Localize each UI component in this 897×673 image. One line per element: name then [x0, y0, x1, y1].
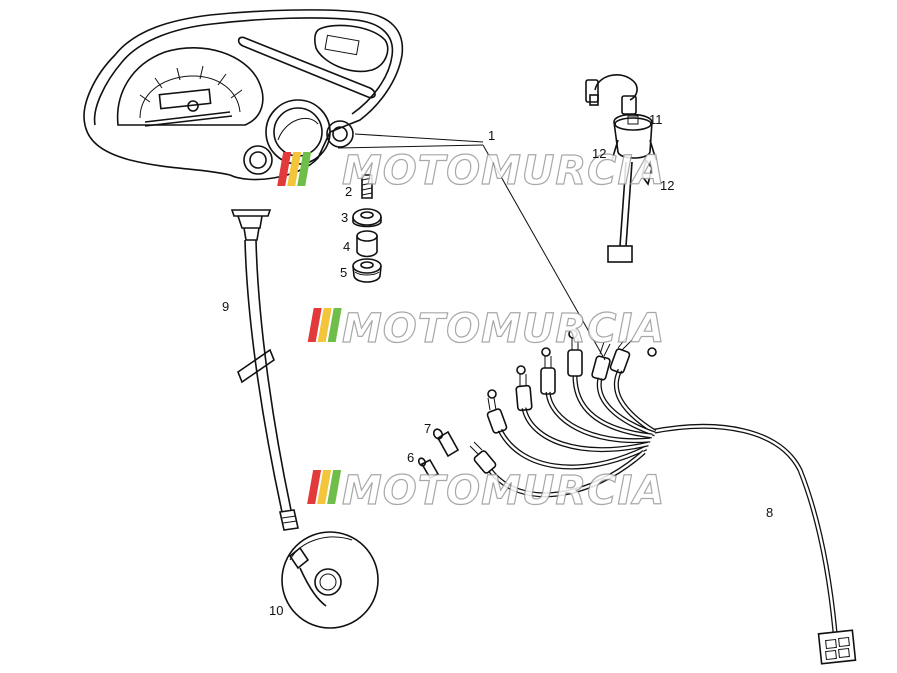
bush-part-4 — [356, 230, 378, 258]
bulb-part-7 — [432, 428, 460, 458]
watermark-text: MOTOMURCIA — [342, 148, 665, 194]
watermark-stripe-green — [297, 152, 312, 186]
label-part-1: 1 — [488, 128, 495, 143]
watermark-stripe-yellow — [287, 152, 302, 186]
watermark-middle: MOTOMURCIA — [307, 305, 665, 353]
label-part-7: 7 — [424, 421, 431, 436]
speedometer-cable — [230, 209, 299, 531]
screw-part-2 — [361, 174, 373, 199]
leader-lines-part-1 — [337, 133, 606, 361]
watermark-bottom: MOTOMURCIA — [307, 467, 665, 515]
part-labels: 1 2 3 4 5 6 7 8 9 10 11 12 12 — [222, 112, 773, 618]
grommet-part-5 — [352, 258, 382, 283]
label-part-5: 5 — [340, 265, 347, 280]
watermark-top: MOTOMURCIA — [277, 147, 665, 195]
bulb-part-6 — [417, 457, 440, 480]
speedometer-drive — [281, 531, 379, 629]
label-part-2: 2 — [345, 184, 352, 199]
label-part-9: 9 — [222, 299, 229, 314]
label-part-11: 11 — [649, 112, 663, 127]
ignition-switch — [585, 74, 657, 263]
washer-part-3 — [352, 208, 382, 228]
watermark-text: MOTOMURCIA — [342, 468, 665, 514]
instrument-cluster — [83, 9, 404, 181]
label-part-12-right: 12 — [660, 178, 674, 193]
watermark-text: MOTOMURCIA — [342, 306, 665, 352]
label-part-6: 6 — [407, 450, 414, 465]
label-part-3: 3 — [341, 210, 348, 225]
label-part-4: 4 — [343, 239, 350, 254]
label-part-10: 10 — [269, 603, 283, 618]
watermark-stripe-red — [277, 152, 292, 186]
label-part-12-left: 12 — [592, 146, 606, 161]
label-part-8: 8 — [766, 505, 773, 520]
wiring-harness — [469, 329, 857, 665]
